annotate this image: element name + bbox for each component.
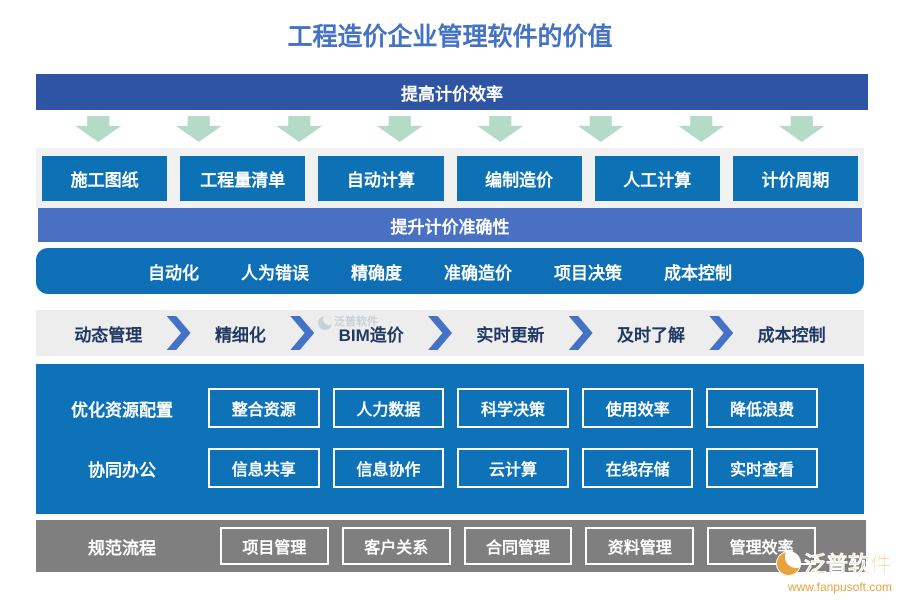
panel-row-resource-optimization: 优化资源配置 整合资源 人力数据 科学决策 使用效率 降低浪费 xyxy=(36,379,864,437)
watermark-logo-icon xyxy=(318,316,332,330)
factor-item-pricing-cycle: 计价周期 xyxy=(732,155,859,201)
panel-row-items: 整合资源 人力数据 科学决策 使用效率 降低浪费 xyxy=(208,388,818,428)
chevron-right-icon xyxy=(428,316,453,350)
page-title: 工程造价企业管理软件的价值 xyxy=(287,24,613,51)
accuracy-banner: 提升计价准确性 xyxy=(38,208,862,242)
process-item-contract-management: 合同管理 xyxy=(463,527,573,565)
down-arrow-icon xyxy=(276,116,323,142)
tag-automation: 自动化 xyxy=(148,263,199,283)
process-row-items: 项目管理 客户关系 合同管理 资料管理 管理效率 xyxy=(208,527,816,565)
process-item-project-management: 项目管理 xyxy=(220,527,329,565)
down-arrow-icon xyxy=(175,116,222,142)
tag-accurate-costing: 准确造价 xyxy=(444,263,512,283)
panel-row-collaborative-office: 协同办公 信息共享 信息协作 云计算 在线存储 实时查看 xyxy=(36,439,864,497)
panel-item-scientific-decision: 科学决策 xyxy=(457,388,569,428)
flow-row: 泛普软件 动态管理 精细化 BIM造价 实时更新 及时了解 成本控制 xyxy=(36,310,864,356)
panel-item-usage-efficiency: 使用效率 xyxy=(581,388,694,428)
watermark: 泛普软件 xyxy=(318,316,378,330)
accuracy-banner-label: 提升计价准确性 xyxy=(390,217,510,237)
process-item-management-efficiency: 管理效率 xyxy=(707,527,816,565)
factor-item-auto-calculation: 自动计算 xyxy=(318,155,444,201)
brand-url: www.fanpusoft.com xyxy=(787,580,892,594)
tag-project-decision: 项目决策 xyxy=(554,263,622,283)
factor-item-construction-drawings: 施工图纸 xyxy=(42,155,168,201)
process-item-document-management: 资料管理 xyxy=(585,527,695,565)
factor-item-manual-calculation: 人工计算 xyxy=(594,155,720,201)
top-banner: 提高计价效率 xyxy=(36,74,868,110)
factor-item-cost-compilation: 编制造价 xyxy=(456,155,582,201)
chevron-right-icon xyxy=(568,316,593,350)
process-item-customer-relations: 客户关系 xyxy=(341,527,451,565)
panel-item-hr-data: 人力数据 xyxy=(332,388,445,428)
panel-item-realtime-view: 实时查看 xyxy=(706,448,818,488)
factor-button-row: 施工图纸 工程量清单 自动计算 编制造价 人工计算 计价周期 xyxy=(36,148,864,208)
panel-item-reduce-waste: 降低浪费 xyxy=(706,388,818,428)
panel-row-items: 信息共享 信息协作 云计算 在线存储 实时查看 xyxy=(208,448,818,488)
brand-logo: 泛普软件 www.fanpusoft.com xyxy=(775,547,893,594)
chevron-right-icon xyxy=(166,316,191,350)
flow-step-dynamic-management: 动态管理 xyxy=(74,325,143,345)
flow-step-cost-control: 成本控制 xyxy=(757,325,826,345)
panel-item-integrate-resources: 整合资源 xyxy=(208,388,320,428)
flow-step-refinement: 精细化 xyxy=(214,325,266,345)
panel-row-label: 协同办公 xyxy=(88,460,156,480)
panel-item-info-sharing: 信息共享 xyxy=(208,448,320,488)
accuracy-tag-bar: 自动化 人为错误 精确度 准确造价 项目决策 成本控制 xyxy=(36,248,864,294)
down-arrow-icon xyxy=(778,116,825,142)
flow-step-realtime-update: 实时更新 xyxy=(476,325,545,345)
process-row-label: 规范流程 xyxy=(88,538,156,558)
tag-human-error: 人为错误 xyxy=(241,263,309,283)
panel-item-online-storage: 在线存储 xyxy=(581,448,694,488)
factor-item-boq: 工程量清单 xyxy=(180,155,306,201)
process-row: 规范流程 项目管理 客户关系 合同管理 资料管理 管理效率 xyxy=(36,520,866,572)
down-arrow-icon xyxy=(678,116,725,142)
down-arrow-icon xyxy=(75,116,122,142)
chevron-right-icon xyxy=(290,316,315,350)
chevron-right-icon xyxy=(709,316,734,350)
down-arrow-icon xyxy=(477,116,524,142)
flow-step-timely-awareness: 及时了解 xyxy=(616,325,685,345)
panel-row-label: 优化资源配置 xyxy=(71,400,173,420)
down-arrow-icon xyxy=(577,116,624,142)
watermark-text: 泛普软件 xyxy=(334,316,378,328)
tag-cost-control: 成本控制 xyxy=(664,263,732,283)
brand-name: 泛普软件 xyxy=(803,552,893,578)
panel-item-info-collaboration: 信息协作 xyxy=(332,448,445,488)
value-panel: 优化资源配置 整合资源 人力数据 科学决策 使用效率 降低浪费 协同办公 信息共… xyxy=(36,364,864,514)
fanpu-logo-icon xyxy=(775,550,801,576)
tag-precision: 精确度 xyxy=(351,263,402,283)
top-banner-label: 提高计价效率 xyxy=(401,84,503,104)
panel-item-cloud-computing: 云计算 xyxy=(457,448,569,488)
arrow-row xyxy=(36,110,864,148)
down-arrow-icon xyxy=(376,116,423,142)
flow-step-bim-costing: BIM造价 xyxy=(338,325,404,345)
